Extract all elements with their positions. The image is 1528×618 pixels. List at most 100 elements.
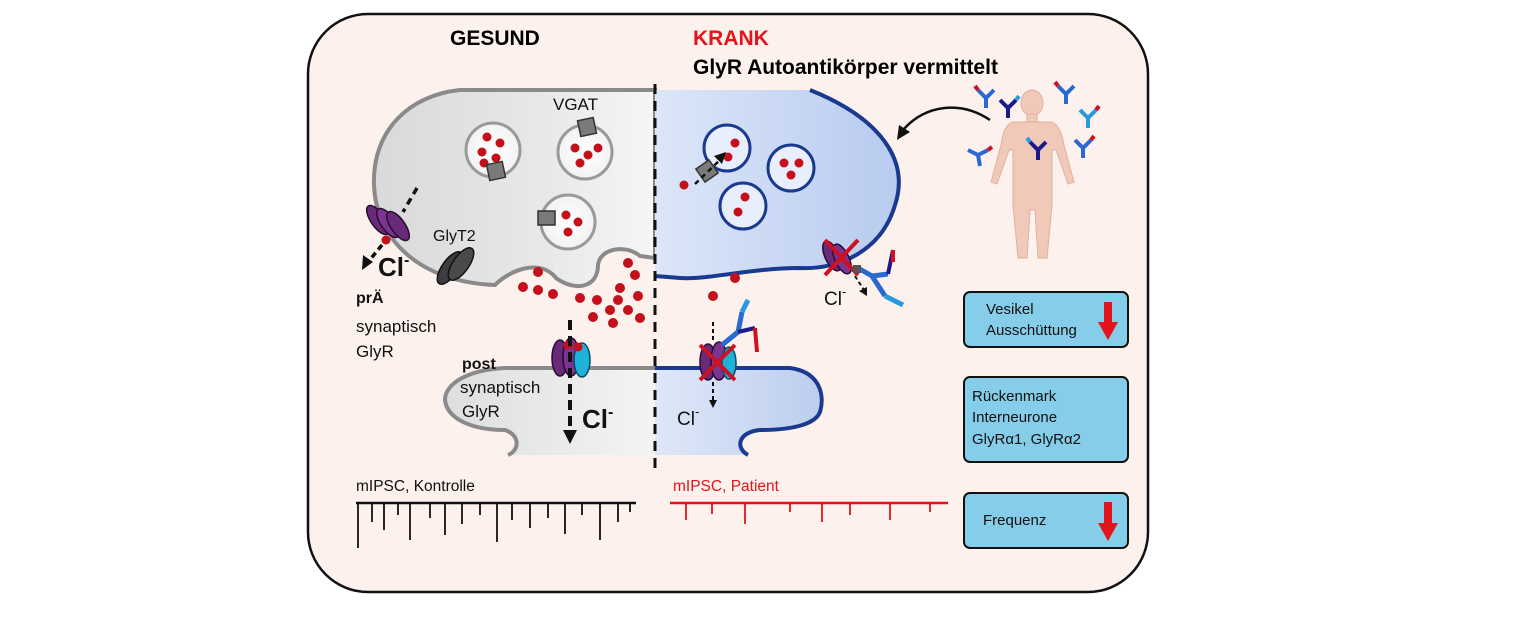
info-vesicle-line2: Ausschüttung: [986, 322, 1077, 339]
glycine-dot: [592, 295, 602, 305]
down-arrow-icon: [1098, 502, 1118, 541]
label-pre-line3: GlyR: [356, 342, 394, 361]
glycine-dot: [786, 170, 796, 180]
glycine-dot: [575, 158, 585, 168]
glycine-dot: [613, 295, 623, 305]
label-cl-sick-post: Cl-: [677, 404, 699, 430]
label-cl-postsynaptic: Cl-: [582, 404, 613, 434]
glycine-dot: [740, 192, 750, 202]
sick-postsynaptic-glyr-blocked: [698, 298, 759, 382]
info-box-frequency: [963, 492, 1129, 549]
glycine-dot: [633, 291, 643, 301]
sick-presynaptic-membrane: [654, 88, 901, 281]
trace-patient-label: mIPSC, Patient: [673, 478, 780, 495]
glycine-dot: [583, 150, 593, 160]
glycine-dot: [491, 153, 501, 163]
trace-control: [356, 501, 636, 548]
glycine-dot: [588, 312, 598, 322]
presynaptic-cl-arrow: [366, 243, 384, 264]
arrowhead: [714, 152, 726, 164]
postsynaptic-healthy: [445, 368, 655, 455]
arrowhead: [859, 287, 867, 296]
glycine-dot: [794, 158, 804, 168]
glycine-dot: [730, 138, 740, 148]
arrowhead: [897, 125, 910, 140]
vgat-square: [576, 116, 598, 138]
vesicle: [766, 143, 816, 193]
postsynaptic-sick: [655, 368, 822, 455]
label-vgat: VGAT: [553, 95, 598, 114]
trace-control-label: mIPSC, Kontrolle: [356, 478, 475, 495]
glycine-dot: [630, 270, 640, 280]
label-post-line3: GlyR: [462, 402, 500, 421]
label-pre-line2: synaptisch: [356, 317, 436, 336]
antibodies-floating: [967, 80, 1101, 167]
header-healthy: GESUND: [450, 27, 540, 50]
sick-vesicles: [702, 123, 816, 231]
glycine-dot: [570, 143, 580, 153]
label-cl-sick-pre: Cl-: [824, 284, 846, 310]
glycine-dot: [533, 267, 543, 277]
glycine-dot: [623, 258, 633, 268]
sick-pre-cl-arrow: [854, 275, 865, 291]
vgat-transporters: [485, 116, 598, 226]
label-pre-bold: prÄ: [356, 289, 384, 307]
glycine-dot: [605, 305, 615, 315]
glycine-dot: [708, 291, 718, 301]
glycine-molecules-sick-vesicles: [679, 138, 804, 217]
vesicle: [718, 181, 768, 231]
label-post-line2: synaptisch: [460, 378, 540, 397]
glycine-dot: [679, 180, 689, 190]
glycine-dot: [779, 158, 789, 168]
vgat-square: [537, 210, 556, 226]
glycine-dot: [635, 313, 645, 323]
glycine-dot: [730, 273, 740, 283]
glycine-dot: [533, 285, 543, 295]
label-cl-presynaptic: Cl-: [378, 252, 409, 282]
info-vesicle-line1: Vesikel: [986, 301, 1034, 318]
presynaptic-glyr: [365, 204, 411, 245]
glycine-dot: [615, 283, 625, 293]
postsynaptic-sick-membrane: [655, 366, 824, 457]
info-spinal-line2: Interneurone: [972, 409, 1057, 426]
header-sick: KRANK: [693, 27, 769, 50]
arrowhead: [362, 255, 373, 270]
glycine-dot: [733, 207, 743, 217]
info-spinal-line3: GlyRα1, GlyRα2: [972, 431, 1081, 448]
sick-presynaptic-glyr-blocked: [821, 238, 905, 308]
antibody-entry-arrow: [902, 106, 991, 131]
vgat-square: [485, 160, 507, 182]
glycine-dot: [575, 293, 585, 303]
header-sick-subtitle: GlyR Autoantikörper vermittelt: [693, 56, 998, 79]
trace-patient: [670, 501, 948, 524]
glycine-dot: [561, 210, 571, 220]
glycine-dot: [482, 132, 492, 142]
glycine-dot: [477, 147, 487, 157]
glyt2-transporter: [436, 247, 475, 285]
postsynaptic-healthy-membrane: [442, 366, 655, 457]
info-frequency: Frequenz: [983, 512, 1046, 529]
glycine-cleft: [518, 258, 740, 328]
arrowhead: [563, 430, 577, 444]
info-box-vesicle-release: [963, 291, 1129, 348]
glycine-dot: [723, 152, 733, 162]
glycine-dot: [518, 282, 528, 292]
glycine-dot: [593, 143, 603, 153]
glycine-dot: [495, 138, 505, 148]
sick-vgat-arrow: [694, 157, 723, 185]
glycine-dot: [623, 305, 633, 315]
glycine-dot: [573, 217, 583, 227]
info-box-spinal-cord: [963, 376, 1129, 463]
down-arrow-icon: [1098, 302, 1118, 340]
label-post-bold: post: [462, 356, 496, 373]
glycine-dot: [548, 289, 558, 299]
human-figure: [990, 89, 1075, 259]
glycine-dot: [608, 318, 618, 328]
arrowhead: [709, 400, 717, 408]
presynaptic-entry-arrow: [401, 187, 419, 213]
vesicle: [702, 123, 752, 173]
info-spinal-line1: Rückenmark: [972, 388, 1057, 405]
glycine-dot: [563, 227, 573, 237]
label-glyt2: GlyT2: [433, 228, 476, 245]
